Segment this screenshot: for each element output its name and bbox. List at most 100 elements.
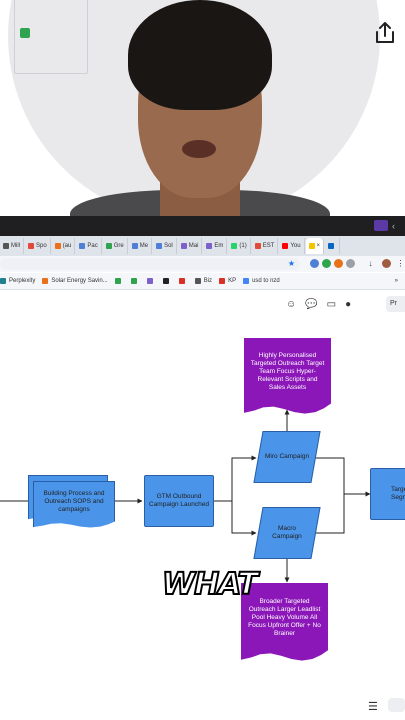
- browser-tab[interactable]: Sol: [153, 238, 177, 254]
- tab-favicon-icon: [105, 243, 112, 249]
- tab-favicon-icon: [328, 243, 335, 249]
- tab-favicon-icon: [3, 243, 9, 249]
- tab-label: Pac: [87, 243, 98, 249]
- bookmark-star-icon[interactable]: ★: [287, 259, 296, 268]
- person-hair: [128, 0, 272, 110]
- comments-icon[interactable]: 💬: [305, 298, 318, 310]
- tab-favicon-icon: [131, 243, 138, 249]
- bookmark-item[interactable]: Perplexity: [0, 278, 35, 284]
- flow-node-macro-campaign[interactable]: Macro Campaign: [253, 507, 321, 559]
- bookmark-item[interactable]: Biz: [194, 278, 213, 284]
- tab-label: EST: [262, 243, 275, 249]
- tab-label: Gre: [113, 243, 124, 249]
- tab-favicon-icon: [79, 243, 86, 249]
- browser-menu-icon[interactable]: ⋮: [396, 259, 405, 268]
- tab-label: You: [290, 243, 301, 249]
- bookmark-favicon-icon: [146, 278, 153, 284]
- tab-favicon-icon: [206, 243, 213, 249]
- bookmark-item[interactable]: [178, 278, 188, 284]
- bookmark-item[interactable]: [162, 278, 172, 284]
- browser-tab[interactable]: Em: [203, 238, 228, 254]
- browser-tab[interactable]: Spo: [25, 238, 51, 254]
- tab-favicon-icon: [254, 243, 261, 249]
- reactions-icon[interactable]: ☺: [286, 298, 297, 310]
- bookmark-item[interactable]: KP: [219, 278, 236, 284]
- bookmark-item[interactable]: Solar Energy Savin...: [42, 278, 108, 284]
- board-bottom-bar: ☰: [0, 692, 405, 720]
- flow-node-broader-targeted[interactable]: Broader Targeted Outreach Larger Leadlis…: [241, 583, 328, 661]
- recorder-icon[interactable]: [374, 220, 388, 231]
- tab-label: (1): [239, 243, 247, 249]
- bookmark-label: Perplexity: [9, 278, 36, 284]
- download-icon[interactable]: ↓: [368, 259, 373, 268]
- flow-node-outreach-sops[interactable]: Building Process and Outreach SOPS and c…: [33, 481, 115, 528]
- bookmarks-overflow-icon[interactable]: »: [394, 278, 398, 284]
- person-mouth: [182, 140, 216, 158]
- webcam-feed: [0, 0, 405, 216]
- tab-favicon-icon: [28, 243, 34, 249]
- browser-tab[interactable]: ×: [305, 238, 325, 254]
- tab-label: Sol: [164, 243, 173, 249]
- bookmark-label: KP: [228, 278, 237, 284]
- extension-icon[interactable]: [310, 259, 319, 268]
- recorder-more-icon[interactable]: ‹: [392, 221, 395, 231]
- tab-favicon-icon: [308, 243, 315, 249]
- board-toolbar: ☺ 💬 ▭ ●: [286, 295, 351, 313]
- present-button[interactable]: Pr: [386, 296, 405, 312]
- collaborators-avatar[interactable]: ●: [345, 298, 352, 310]
- tab-favicon-icon: [54, 243, 61, 249]
- bookmark-item[interactable]: [130, 278, 140, 284]
- bookmark-favicon-icon: [114, 278, 121, 284]
- browser-tab[interactable]: Mai: [178, 238, 203, 254]
- recorder-bar: ‹: [0, 216, 405, 236]
- bookmark-label: usd to nzd: [252, 278, 280, 284]
- tab-favicon-icon: [156, 243, 163, 249]
- tab-label: Me: [139, 243, 149, 249]
- tab-label: ×: [316, 243, 321, 249]
- bookmark-item[interactable]: [146, 278, 156, 284]
- tab-favicon-icon: [282, 243, 289, 249]
- tab-label: (au: [62, 243, 72, 249]
- browser-tab[interactable]: (au: [52, 238, 76, 254]
- bookmark-favicon-icon: [162, 278, 169, 284]
- list-view-icon[interactable]: ☰: [368, 701, 378, 713]
- bookmark-favicon-icon: [130, 278, 137, 284]
- extension-icon[interactable]: [334, 259, 343, 268]
- browser-tab[interactable]: You: [279, 238, 305, 254]
- bookmarks-bar: Perplexity Solar Energy Savin... Biz KP usd …: [0, 273, 405, 290]
- bookmark-label: Biz: [203, 278, 213, 284]
- bookmark-item[interactable]: [114, 278, 124, 284]
- recording-indicator-icon: [20, 28, 30, 38]
- browser-tab[interactable]: Mill: [0, 238, 24, 254]
- bookmark-item[interactable]: usd to nzd: [243, 278, 280, 284]
- extension-icon[interactable]: [322, 259, 331, 268]
- bookmark-favicon-icon: [178, 278, 185, 284]
- tab-label: Mai: [188, 243, 199, 249]
- tab-label: Em: [214, 243, 224, 249]
- flow-node-highly-personalised[interactable]: Highly Personalised Targeted Outreach Ta…: [244, 338, 331, 414]
- browser-tab[interactable]: (1): [228, 238, 251, 254]
- browser-tab[interactable]: Gre: [103, 238, 128, 254]
- url-field[interactable]: [0, 258, 300, 270]
- flow-node-miro-campaign[interactable]: Miro Campaign: [253, 431, 321, 483]
- browser-tab[interactable]: Pac: [76, 238, 102, 254]
- zoom-control[interactable]: [388, 698, 405, 712]
- video-call-icon[interactable]: ▭: [326, 298, 337, 310]
- tab-favicon-icon: [231, 243, 238, 249]
- background-door: [14, 0, 88, 74]
- browser-tab[interactable]: EST: [252, 238, 279, 254]
- video-caption: WHAT: [161, 566, 259, 603]
- bookmark-favicon-icon: [219, 278, 226, 284]
- bookmark-favicon-icon: [194, 278, 201, 284]
- bookmark-label: Solar Energy Savin...: [51, 278, 108, 284]
- share-icon[interactable]: [372, 20, 398, 46]
- tab-favicon-icon: [180, 243, 187, 249]
- flow-node-gtm-launch[interactable]: GTM Outbound Campaign Launched: [144, 475, 214, 527]
- flow-node-target-segment[interactable]: Targe Segm: [370, 468, 405, 520]
- bookmark-favicon-icon: [243, 278, 250, 284]
- extensions-puzzle-icon[interactable]: [346, 259, 355, 268]
- profile-avatar[interactable]: [382, 259, 391, 268]
- browser-tab[interactable]: [325, 238, 341, 254]
- browser-tab[interactable]: Me: [129, 238, 153, 254]
